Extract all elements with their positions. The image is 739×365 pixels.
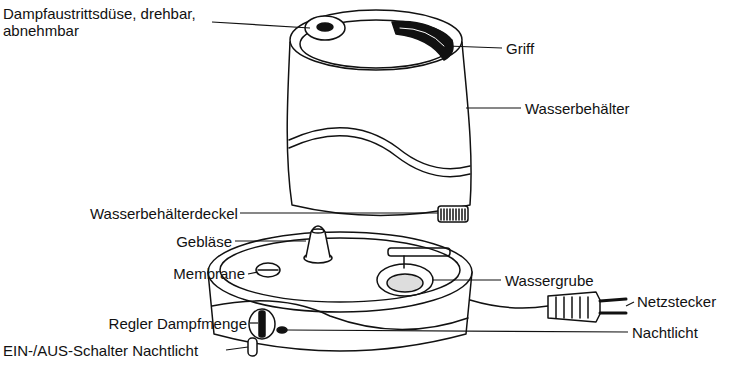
tank-wave (289, 128, 470, 169)
steam-nozzle (305, 16, 345, 40)
lid-rib (458, 209, 460, 220)
membrane (256, 263, 280, 277)
tank-lid (438, 206, 468, 222)
plug-rib (579, 297, 581, 318)
steam-knob (249, 309, 275, 339)
night-light (277, 327, 287, 333)
leader-lines (212, 22, 634, 350)
plug-rib (555, 297, 557, 318)
power-cord (470, 300, 548, 308)
water-pit (377, 264, 433, 296)
part-label: Gebläse (160, 233, 232, 250)
lid-rib (443, 209, 445, 220)
part-label: Wasserbehälterdeckel (90, 205, 236, 222)
lid-rib (440, 209, 442, 220)
part-label: Griff (506, 40, 534, 57)
lid-rib (452, 209, 454, 220)
part-label: Wasserbehälter (525, 100, 630, 117)
part-label: Regler Dampfmenge (80, 315, 247, 332)
handle (392, 21, 453, 60)
lid-rib (464, 209, 466, 220)
part-label: Netzstecker (637, 293, 716, 310)
part-label: Wassergrube (505, 272, 594, 289)
part-label: Membrane (170, 265, 245, 282)
base-top (208, 232, 472, 312)
part-label: EIN-/AUS-Schalter Nachtlicht (3, 342, 223, 359)
fan (306, 226, 330, 257)
lid-rib (449, 209, 451, 220)
part-label: Dampfaustrittsdüse, drehbar, abnehmbar (3, 5, 217, 39)
night-light-switch (248, 338, 257, 356)
plug-rib (563, 297, 565, 318)
lid-rib (446, 209, 448, 220)
plug-rib (571, 297, 573, 318)
tank-top (290, 10, 462, 70)
lid-rib (455, 209, 457, 220)
lid-rib (461, 209, 463, 220)
plug-rib (587, 297, 589, 318)
part-label: Nachtlicht (632, 324, 698, 341)
power-plug (548, 292, 600, 322)
